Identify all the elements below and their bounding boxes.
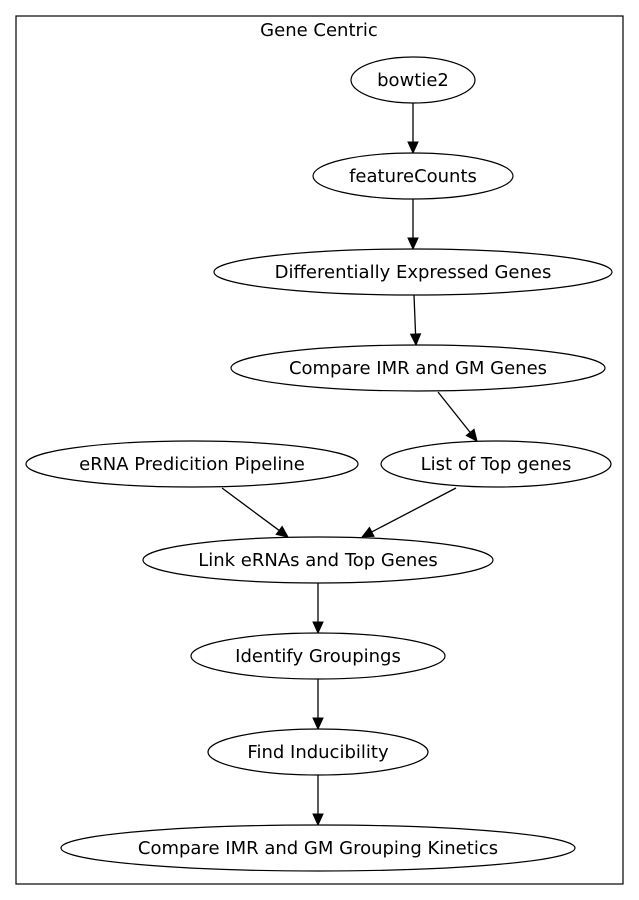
arrowhead — [409, 333, 422, 347]
arrowhead — [360, 526, 375, 538]
node-inducibility: Find Inducibility — [207, 728, 429, 776]
node-ellipse — [230, 344, 606, 392]
arrowhead — [465, 428, 478, 442]
node-compare-genes: Compare IMR and GM Genes — [230, 344, 606, 392]
arrowhead — [312, 717, 324, 731]
edge-line — [413, 294, 417, 335]
node-ellipse — [380, 440, 612, 488]
node-ellipse — [350, 56, 476, 104]
node-groupings: Identify Groupings — [190, 632, 446, 680]
node-label: Identify Groupings — [235, 646, 401, 667]
node-ellipse — [25, 440, 359, 488]
node-featurecounts: featureCounts — [312, 152, 514, 200]
gene-centric-cluster: Gene Centric — [15, 15, 624, 885]
edge-top-genes-to-link-erna — [360, 487, 457, 538]
edges-layer — [221, 103, 478, 827]
node-label: Differentially Expressed Genes — [275, 262, 552, 283]
node-ellipse — [213, 248, 613, 296]
node-link-erna: Link eRNAs and Top Genes — [142, 536, 494, 584]
arrowhead — [407, 141, 419, 155]
edge-inducibility-to-kinetics — [312, 775, 324, 827]
arrowhead — [275, 525, 289, 538]
node-label: eRNA Predicition Pipeline — [79, 454, 305, 475]
edge-line — [221, 487, 280, 531]
node-top-genes: List of Top genes — [380, 440, 612, 488]
node-label: Link eRNAs and Top Genes — [198, 550, 438, 571]
node-label: Find Inducibility — [247, 742, 389, 763]
edge-line — [371, 487, 457, 533]
node-label: List of Top genes — [421, 454, 572, 475]
node-ellipse — [142, 536, 494, 584]
edge-erna-pipeline-to-link-erna — [221, 487, 289, 538]
node-ellipse — [312, 152, 514, 200]
edge-groupings-to-inducibility — [312, 679, 324, 731]
node-kinetics: Compare IMR and GM Grouping Kinetics — [60, 824, 576, 872]
edge-line — [437, 391, 471, 433]
node-deg: Differentially Expressed Genes — [213, 248, 613, 296]
edge-link-erna-to-groupings — [312, 583, 324, 635]
node-ellipse — [190, 632, 446, 680]
node-bowtie2: bowtie2 — [350, 56, 476, 104]
node-label: Compare IMR and GM Genes — [289, 358, 547, 379]
node-label: Compare IMR and GM Grouping Kinetics — [138, 838, 498, 859]
edge-featurecounts-to-deg — [407, 199, 419, 251]
edge-deg-to-compare-genes — [409, 294, 422, 347]
cluster-border — [15, 15, 624, 885]
node-ellipse — [207, 728, 429, 776]
node-label: featureCounts — [349, 166, 477, 187]
cluster-title: Gene Centric — [260, 20, 378, 41]
edge-compare-genes-to-top-genes — [437, 391, 478, 442]
arrowhead — [312, 621, 324, 635]
node-ellipse — [60, 824, 576, 872]
arrowhead — [407, 237, 419, 251]
arrowhead — [312, 813, 324, 827]
node-label: bowtie2 — [377, 70, 449, 91]
node-erna-pipeline: eRNA Predicition Pipeline — [25, 440, 359, 488]
edge-bowtie2-to-featurecounts — [407, 103, 419, 155]
